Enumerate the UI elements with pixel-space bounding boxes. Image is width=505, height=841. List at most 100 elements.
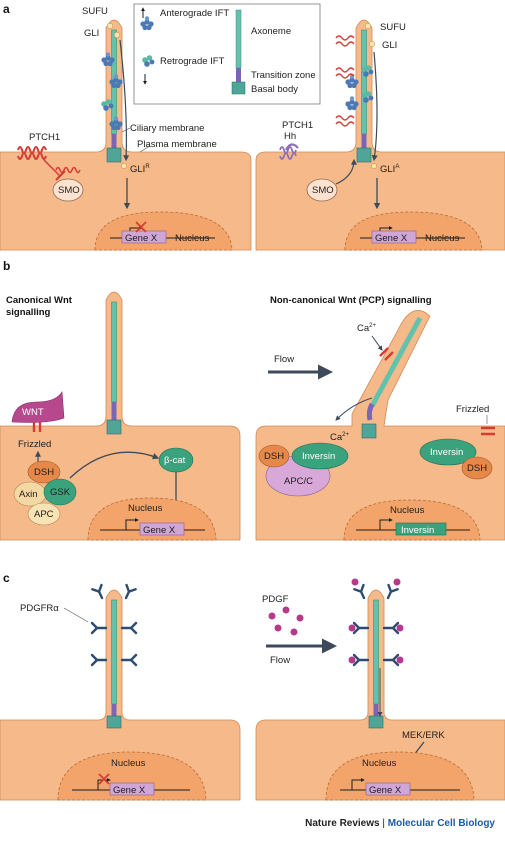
panel-c-left-axoneme [111, 599, 117, 705]
panel-b-right-inversin2 [419, 438, 477, 466]
panel-a-right-sufu-dot [364, 22, 372, 30]
panel-c-right-nucleus [325, 751, 475, 801]
panel-b-right-inversin-label: Inversin [302, 451, 335, 462]
panel-a-left-sufu-dot [106, 22, 114, 30]
panel-c-right-pdgf-1 [268, 612, 276, 620]
panel-b-left-frizzled [32, 422, 42, 432]
panel-b-right-basal-body [361, 423, 377, 439]
legend-box [133, 3, 321, 105]
panel-b-left-dsh [27, 460, 61, 484]
panel-c-right-bound-2 [393, 578, 401, 586]
panel-c-right-receptor-1 [353, 583, 370, 602]
panel-a-left-glir-dot [121, 163, 127, 169]
panel-c-left-receptor-5 [90, 653, 108, 667]
panel-b-right-frizzled-label: Frizzled [456, 404, 489, 415]
panel-c-right-basal-body [368, 715, 384, 729]
panel-c-letter: c [3, 571, 10, 585]
panel-c-right-gene-box [365, 782, 411, 796]
panel-b-right-apcc-label: APC/C [284, 476, 313, 487]
panel-a-left-transition [111, 134, 117, 148]
panel-a-right-basal-body [356, 147, 372, 163]
panel-c-right-mek-label: MEK/ERK [402, 730, 445, 741]
panel-b-left-title-2: signalling [6, 307, 51, 318]
panel-b-right-axoneme [369, 316, 423, 408]
panel-b-right-ca-mid-arrow [335, 397, 373, 421]
panel-b-right-flow-label: Flow [274, 354, 294, 365]
panel-c-right-nucleus-label: Nucleus [362, 758, 397, 769]
panel-b-left-cell [0, 291, 241, 541]
panel-a-right-gli-arrow [371, 51, 378, 162]
legend-anterograde-label: Anterograde IFT [160, 8, 229, 19]
panel-c-left-receptor-1 [91, 583, 108, 602]
panel-a-right-gene-label: Gene X [375, 233, 408, 244]
panel-b-left-dsh-label: DSH [34, 467, 54, 478]
panel-c-right-axoneme [373, 599, 379, 705]
panel-c-right-transition [373, 704, 379, 716]
panel-c-right-pdgf-label: PDGF [262, 594, 289, 605]
panel-a-left-gli-label: GLI [84, 28, 99, 39]
panel-c-right-bound-3 [348, 624, 356, 632]
panel-c-right-bound-4 [396, 624, 404, 632]
panel-c-left-pdgfra-leader [63, 607, 89, 623]
panel-b-right-channel [379, 347, 394, 361]
panel-b-right-dsh2 [461, 456, 493, 480]
panel-a-left-smo-label: SMO [58, 185, 80, 196]
panel-c-left-receptor-2 [120, 583, 137, 602]
panel-c-right-pdgf-5 [290, 628, 298, 636]
legend-transition-swatch [236, 68, 241, 82]
legend-basal-label: Basal body [251, 84, 298, 95]
panel-b-right-frizzled [481, 426, 495, 436]
panel-b-right-dsh [258, 444, 290, 468]
panel-c-left-gene-cross [98, 773, 110, 785]
legend-retrograde-label: Retrograde IFT [160, 56, 225, 67]
panel-b-left-gsk [43, 478, 77, 506]
panel-a-right-sufu-label: SUFU [380, 22, 406, 33]
panel-b-left-basal-body [106, 419, 122, 435]
legend-transition-label: Transition zone [251, 70, 316, 81]
panel-a-right-transition [361, 134, 367, 148]
panel-a-left-gli-dot [113, 31, 121, 39]
legend-axoneme-swatch [235, 9, 242, 69]
panel-a-left-gene-cross [135, 221, 147, 233]
panel-a-left-nucleus-label: Nucleus [175, 233, 210, 244]
panel-b-left-gsk-label: GSK [50, 487, 71, 498]
panel-a-left-sufu-label: SUFU [82, 6, 108, 17]
panel-c-right-pdgf-4 [274, 624, 282, 632]
panel-b-left-frizzled-label: Frizzled [18, 439, 51, 450]
panel-a-letter: a [3, 2, 10, 16]
panel-c-left-gene-box [109, 782, 155, 796]
panel-b-left-wnt-label: WNT [22, 407, 44, 418]
panel-b-right-gene-box [395, 522, 447, 536]
panel-c-right-pdgf-3 [296, 614, 304, 622]
panel-c-left-nucleus [57, 751, 207, 801]
panel-a-right-smo [306, 178, 338, 202]
panel-a-right-gli-label: GLI [382, 40, 397, 51]
panel-b-right-title: Non-canonical Wnt (PCP) signalling [270, 295, 432, 306]
panel-a-left-smo-receptor [55, 166, 81, 174]
panel-c-right-bound-5 [348, 656, 356, 664]
panel-c-right-pdgf-2 [282, 606, 290, 614]
panel-c-right-receptor-3 [352, 621, 370, 635]
journal-separator: | [379, 818, 388, 829]
panel-b-letter: b [3, 259, 10, 273]
panel-c-right-bound-6 [396, 656, 404, 664]
panel-a-right-smo-arrow [335, 158, 357, 185]
panel-b-left-wnt [11, 391, 65, 423]
panel-b-left-gene-box [139, 522, 185, 536]
panel-a-right-gli-dot [368, 40, 376, 48]
panel-a-right-glia-label: GLIA [380, 164, 399, 175]
panel-b-left-bcat-arrow [69, 451, 160, 479]
panel-c-left-gene-label: Gene X [113, 785, 146, 796]
panel-c-left-nucleus-label: Nucleus [111, 758, 146, 769]
panel-a-left-ciliary-membrane-label: Ciliary membrane [130, 123, 204, 134]
panel-a-left-glir-label: GLIR [130, 164, 150, 175]
panel-a-right-hh-ligand [285, 143, 299, 151]
panel-a-left-plasma-membrane-label: Plasma membrane [137, 139, 217, 150]
panel-b-right-dsh-label: DSH [264, 451, 284, 462]
panel-b-right-gene-label: Inversin [401, 525, 434, 536]
panel-a-right-axoneme [361, 29, 367, 135]
panel-a-left-gli-arrow [119, 39, 130, 162]
panel-a-right-ptch1-receptor [279, 146, 297, 160]
panel-a-right-ptch1-label: PTCH1 [282, 120, 313, 131]
